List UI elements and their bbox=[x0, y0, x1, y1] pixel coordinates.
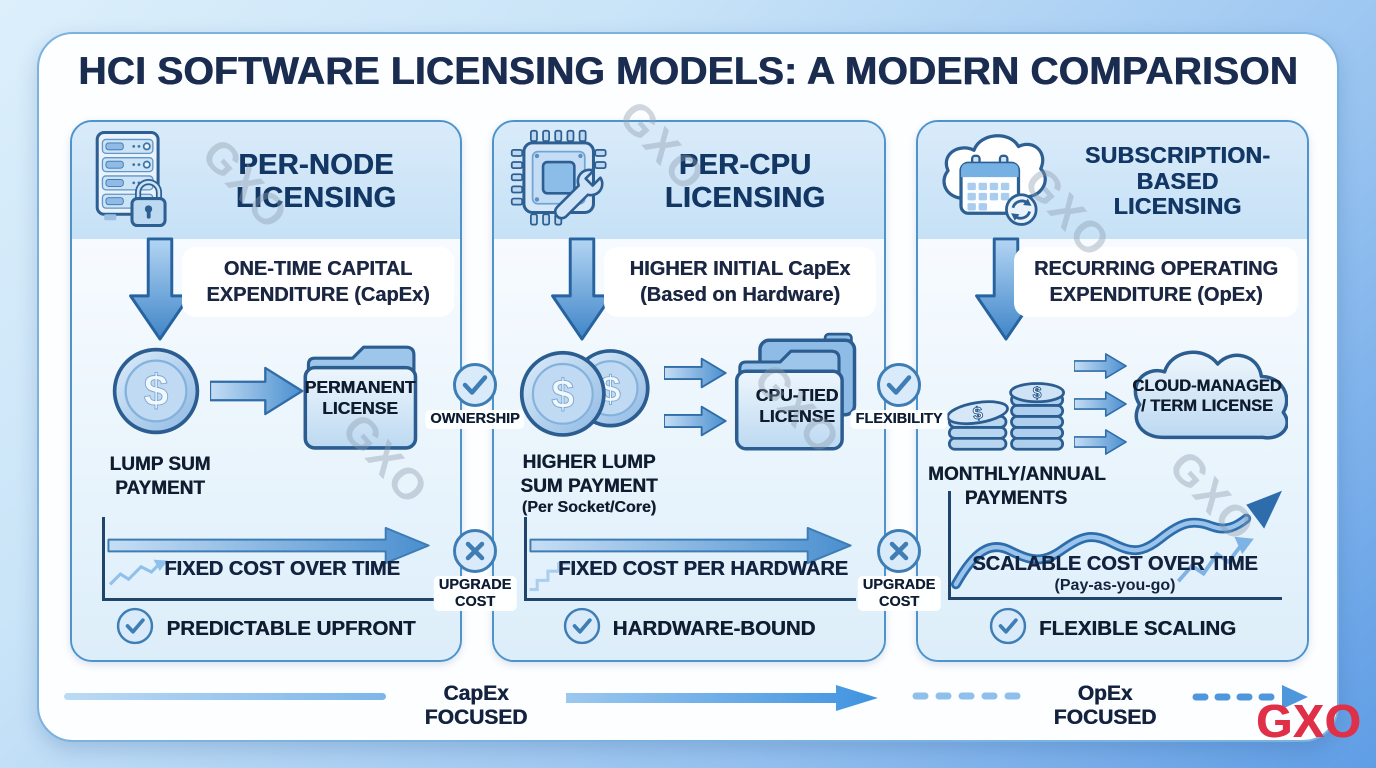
page-title: HCI SOFTWARE LICENSING MODELS: A MODERN … bbox=[78, 50, 1298, 93]
right-arrow-icon bbox=[663, 355, 728, 396]
right-arrow-icon bbox=[1073, 351, 1128, 386]
step-trend-icon bbox=[528, 557, 574, 598]
svg-text:$: $ bbox=[551, 371, 574, 417]
fixed-cost-label: FIXED COST OVER TIME bbox=[164, 558, 400, 580]
coin-stack-icon: $ $ bbox=[942, 341, 1070, 462]
subscription-title: SUBSCRIPTION-BASED LICENSING bbox=[1084, 141, 1271, 220]
monthly-annual-caption: MONTHLY/ANNUAL PAYMENTS bbox=[928, 464, 1106, 509]
right-arrow-icon bbox=[663, 403, 728, 444]
cloud-icon bbox=[1124, 339, 1289, 458]
capex-note: ONE-TIME CAPITAL EXPENDITURE (CapEx) bbox=[182, 247, 454, 317]
opex-note: RECURRING OPERATING EXPENDITURE (OpEx) bbox=[1014, 247, 1298, 317]
right-arrow-icon bbox=[208, 363, 306, 424]
subscription-body: RECURRING OPERATING EXPENDITURE (OpEx) $ bbox=[918, 237, 1307, 660]
right-arrow-icon bbox=[1073, 389, 1128, 424]
cpu-tied-license-label: CPU-TIED LICENSE bbox=[755, 385, 839, 426]
divider-ownership-upgrade: OWNERSHIP UPGRADE COST bbox=[425, 362, 525, 628]
cloud-license-label: CLOUD-MANAGED / TERM LICENSE bbox=[1132, 377, 1282, 415]
per-node-footer: PREDICTABLE UPFRONT bbox=[72, 607, 460, 650]
per-cpu-header: PER-CPU LICENSING bbox=[494, 122, 884, 239]
capex-arrow bbox=[566, 683, 882, 718]
stacked-folders-icon bbox=[732, 331, 860, 460]
column-subscription: SUBSCRIPTION-BASED LICENSING RECURRING O… bbox=[916, 120, 1309, 662]
per-cpu-title: PER-CPU LICENSING bbox=[664, 149, 826, 214]
per-cpu-footer: HARDWARE-BOUND bbox=[494, 607, 884, 650]
zigzag-trend-icon bbox=[108, 557, 170, 594]
capex-note: HIGHER INITIAL CapEx (Based on Hardware) bbox=[604, 247, 876, 317]
server-lock-icon bbox=[88, 129, 176, 234]
right-arrow-icon bbox=[1073, 427, 1128, 462]
folder-icon bbox=[299, 337, 421, 460]
check-circle-icon bbox=[453, 363, 497, 407]
dashed-arrow-icon bbox=[1192, 683, 1312, 716]
svg-text:$: $ bbox=[144, 367, 169, 416]
cpu-wrench-icon bbox=[510, 129, 610, 234]
per-cpu-body: HIGHER INITIAL CapEx (Based on Hardware)… bbox=[494, 237, 884, 660]
down-arrow-icon bbox=[124, 237, 196, 348]
chart-axis bbox=[102, 517, 105, 601]
pay-as-you-go-label: (Pay-as-you-go) bbox=[1054, 577, 1176, 594]
timeline-arrow bbox=[105, 525, 435, 571]
upgrade-cost-label: UPGRADE COST bbox=[433, 576, 517, 612]
gxo-logo: GXO bbox=[1256, 695, 1362, 747]
cross-circle-icon bbox=[453, 529, 497, 573]
predictable-upfront-label: PREDICTABLE UPFRONT bbox=[166, 616, 416, 640]
chart-baseline bbox=[102, 598, 434, 601]
chart-axis bbox=[524, 517, 527, 601]
column-per-node: PER-NODE LICENSING ONE-TIME CAPITAL EXPE… bbox=[70, 120, 462, 662]
chart-baseline bbox=[524, 598, 856, 601]
lump-sum-caption: LUMP SUM PAYMENT bbox=[109, 454, 211, 499]
upgrade-cost-label: UPGRADE COST bbox=[857, 576, 941, 612]
svg-text:$: $ bbox=[971, 402, 984, 423]
permanent-license-label: PERMANENT LICENSE bbox=[304, 377, 416, 418]
growth-arrow-icon bbox=[1172, 531, 1264, 594]
opex-focused-label: OpEx FOCUSED bbox=[1053, 682, 1157, 729]
subscription-footer: FLEXIBLE SCALING bbox=[918, 607, 1307, 650]
wavy-growth-line bbox=[950, 481, 1288, 604]
cross-circle-icon bbox=[877, 529, 921, 573]
subscription-header: SUBSCRIPTION-BASED LICENSING bbox=[918, 122, 1307, 239]
flexibility-label: FLEXIBILITY bbox=[850, 410, 948, 429]
column-per-cpu: PER-CPU LICENSING HIGHER INITIAL CapEx (… bbox=[492, 120, 886, 662]
hardware-bound-label: HARDWARE-BOUND bbox=[612, 616, 816, 640]
per-node-title: PER-NODE LICENSING bbox=[235, 149, 397, 214]
check-circle-icon bbox=[116, 607, 154, 650]
ownership-label: OWNERSHIP bbox=[425, 410, 525, 429]
per-node-header: PER-NODE LICENSING bbox=[72, 122, 460, 239]
check-circle-icon bbox=[989, 607, 1027, 650]
double-coins-icon: $ $ bbox=[518, 339, 658, 450]
cloud-calendar-icon bbox=[934, 128, 1052, 235]
higher-lump-sum-caption: HIGHER LUMP SUM PAYMENT bbox=[520, 452, 658, 497]
capex-focused-label: CapEx FOCUSED bbox=[424, 682, 528, 729]
dollar-coin-icon: $ bbox=[110, 345, 202, 442]
per-socket-core-caption: (Per Socket/Core) bbox=[521, 499, 657, 516]
timeline-arrow bbox=[527, 525, 857, 571]
divider-flexibility-upgrade: FLEXIBILITY UPGRADE COST bbox=[850, 362, 948, 628]
dashed-line bbox=[910, 688, 1022, 709]
axis-line bbox=[64, 693, 386, 700]
capex-opex-axis: CapEx FOCUSED OpEx FOCUSED bbox=[0, 680, 1376, 729]
down-arrow-icon bbox=[546, 237, 618, 348]
check-circle-icon bbox=[563, 607, 601, 650]
per-node-body: ONE-TIME CAPITAL EXPENDITURE (CapEx) $ bbox=[72, 237, 460, 660]
check-circle-icon bbox=[877, 363, 921, 407]
svg-text:$: $ bbox=[1033, 385, 1042, 402]
fixed-cost-hw-label: FIXED COST PER HARDWARE bbox=[557, 558, 849, 580]
chart-baseline bbox=[948, 597, 1282, 600]
chart-axis bbox=[948, 491, 951, 599]
flexible-scaling-label: FLEXIBLE SCALING bbox=[1038, 616, 1237, 640]
scalable-cost-label: SCALABLE COST OVER TIME bbox=[972, 553, 1258, 575]
